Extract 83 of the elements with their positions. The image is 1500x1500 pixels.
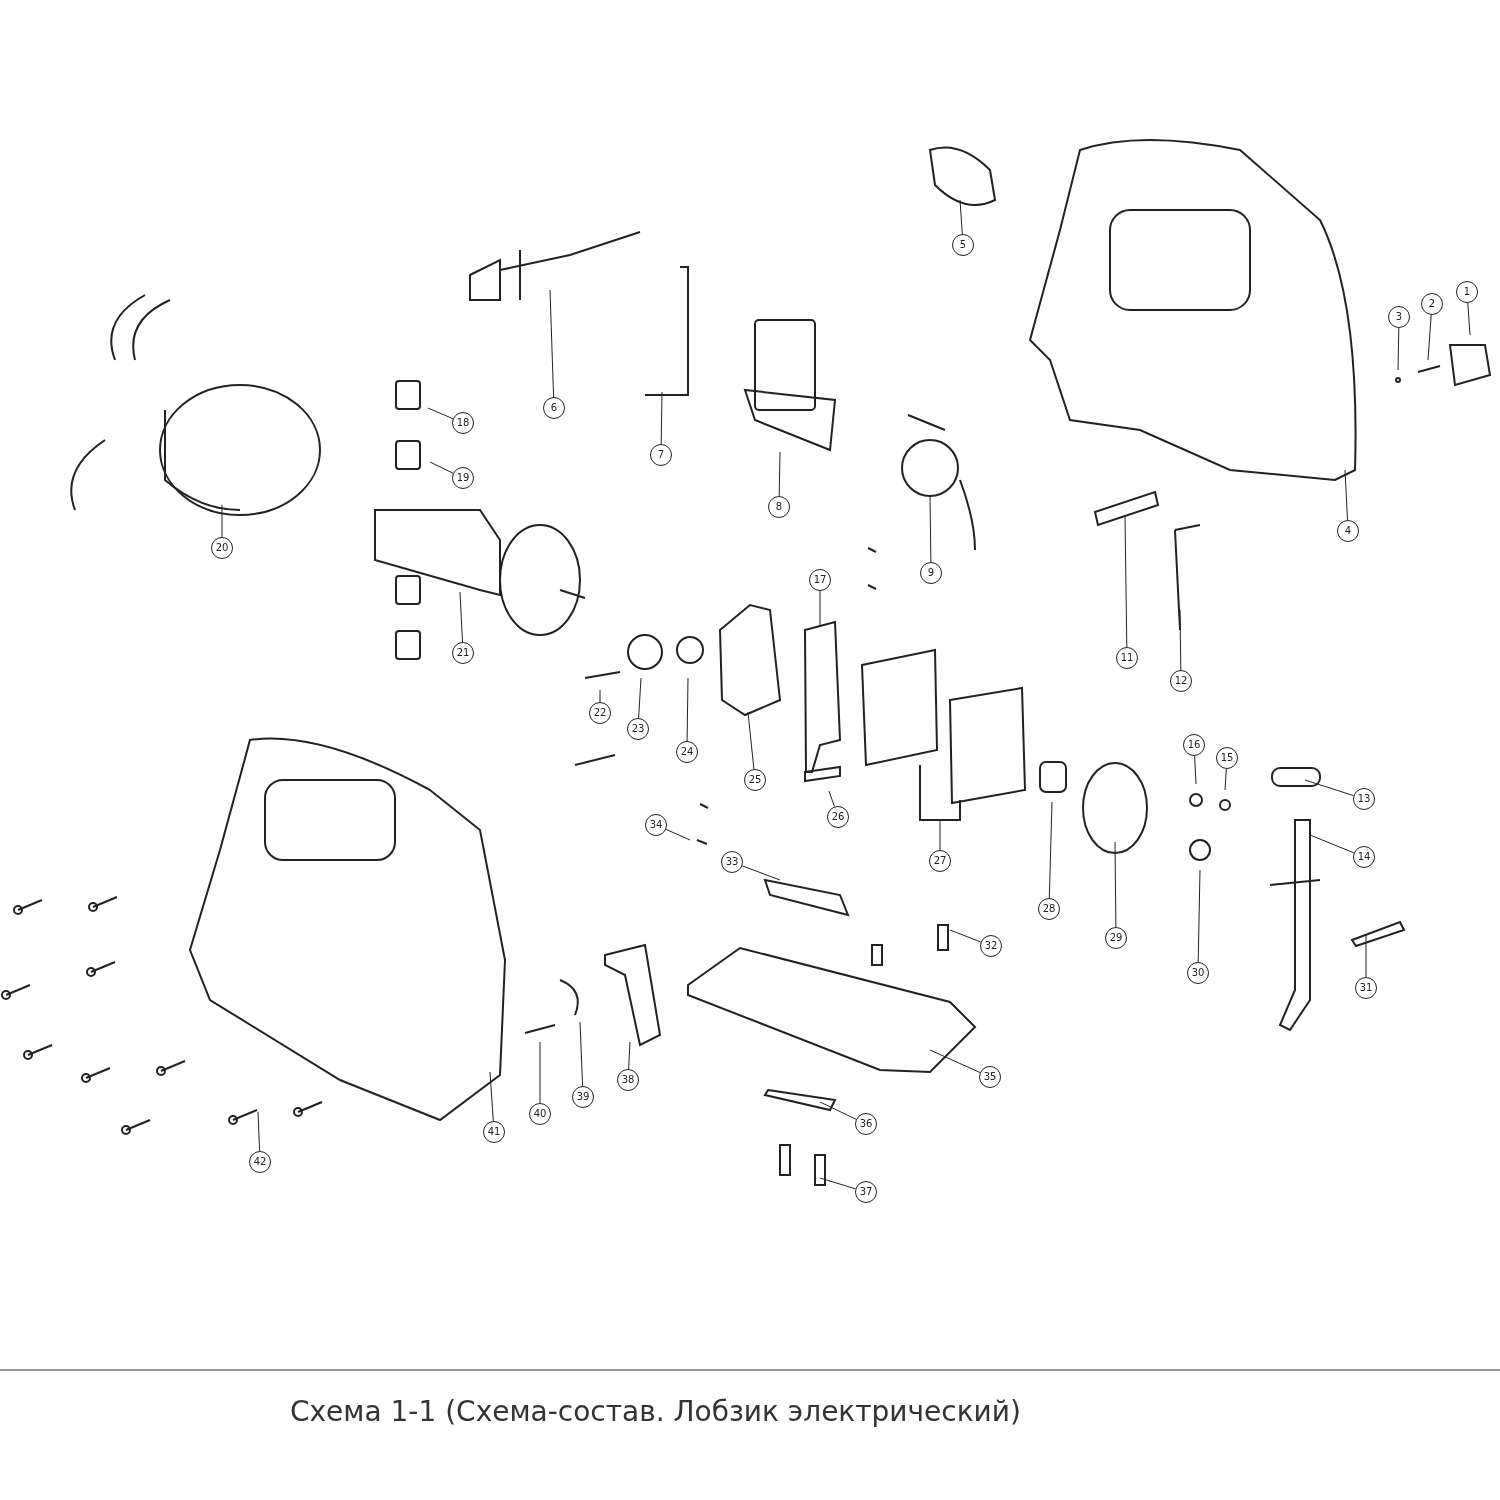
leader-line <box>429 461 454 474</box>
callout-number: 11 <box>1116 647 1138 669</box>
callout-number: 23 <box>627 718 649 740</box>
leader-line <box>819 590 821 626</box>
leader-line <box>1344 469 1348 521</box>
callout-number: 15 <box>1216 747 1238 769</box>
callout-number: 34 <box>645 814 667 836</box>
leader-line <box>819 1177 856 1190</box>
callout-number: 36 <box>855 1113 877 1135</box>
callout-number: 41 <box>483 1121 505 1143</box>
callout-number: 21 <box>452 642 474 664</box>
callout-number: 24 <box>676 741 698 763</box>
callout-number: 30 <box>1187 962 1209 984</box>
callout-number: 20 <box>211 537 233 559</box>
leader-line <box>686 677 689 742</box>
callout-number: 8 <box>768 496 790 518</box>
leader-line <box>257 1111 261 1152</box>
leader-line <box>628 1041 631 1070</box>
leader-line <box>828 790 835 808</box>
leader-line <box>221 504 223 538</box>
leader-line <box>959 199 963 235</box>
callout-number: 39 <box>572 1086 594 1108</box>
callout-number: 29 <box>1105 927 1127 949</box>
leader-line <box>1309 834 1355 854</box>
leader-line <box>1224 768 1227 791</box>
leader-line <box>1467 302 1471 336</box>
leader-line <box>638 677 642 719</box>
leader-line <box>1194 755 1197 785</box>
leader-line <box>929 494 932 563</box>
leader-line <box>1124 514 1128 648</box>
callout-number: 37 <box>855 1181 877 1203</box>
callout-number: 27 <box>929 850 951 872</box>
leader-line <box>1304 779 1354 797</box>
callout-number: 13 <box>1353 788 1375 810</box>
callout-number: 26 <box>827 806 849 828</box>
callout-number: 35 <box>979 1066 1001 1088</box>
leader-line <box>427 407 454 420</box>
leader-line <box>1197 869 1201 963</box>
leader-line <box>1397 327 1400 371</box>
leader-line <box>599 689 601 703</box>
callout-number: 19 <box>452 467 474 489</box>
callout-number: 31 <box>1355 977 1377 999</box>
leader-line <box>939 819 941 851</box>
callout-number: 6 <box>543 397 565 419</box>
callout-number: 28 <box>1038 898 1060 920</box>
leader-line <box>778 451 781 497</box>
callout-number: 9 <box>920 562 942 584</box>
callout-number: 22 <box>589 702 611 724</box>
leader-line <box>489 1071 494 1122</box>
leader-line <box>660 391 663 445</box>
leader-line <box>747 711 755 770</box>
callout-number: 33 <box>721 851 743 873</box>
caption: Схема 1-1 (Схема-состав. Лобзик электрический) <box>290 1395 1021 1428</box>
leader-line <box>949 929 982 943</box>
leader-line <box>539 1041 541 1104</box>
callout-number: 17 <box>809 569 831 591</box>
callout-number: 40 <box>529 1103 551 1125</box>
callout-number: 38 <box>617 1069 639 1091</box>
leader-line <box>665 828 691 841</box>
callout-number: 5 <box>952 234 974 256</box>
callout-number: 42 <box>249 1151 271 1173</box>
callout-number: 14 <box>1353 846 1375 868</box>
leader-line <box>741 865 781 881</box>
callout-number: 3 <box>1388 306 1410 328</box>
callout-number: 12 <box>1170 670 1192 692</box>
callout-number: 7 <box>650 444 672 466</box>
leader-line <box>1179 609 1182 671</box>
leader-line <box>1427 314 1432 361</box>
leader-line <box>549 289 555 398</box>
leader-line <box>1048 801 1053 899</box>
callout-number: 2 <box>1421 293 1443 315</box>
leader-line <box>459 591 463 643</box>
leader-line <box>1365 934 1367 978</box>
leader-line <box>579 1021 584 1087</box>
callout-number: 16 <box>1183 734 1205 756</box>
callout-number: 4 <box>1337 520 1359 542</box>
leader-line <box>929 1049 981 1073</box>
leader-line <box>1114 841 1117 928</box>
callout-number: 1 <box>1456 281 1478 303</box>
callout-number: 18 <box>452 412 474 434</box>
leader-line <box>819 1101 857 1120</box>
callout-number: 32 <box>980 935 1002 957</box>
callout-number: 25 <box>744 769 766 791</box>
